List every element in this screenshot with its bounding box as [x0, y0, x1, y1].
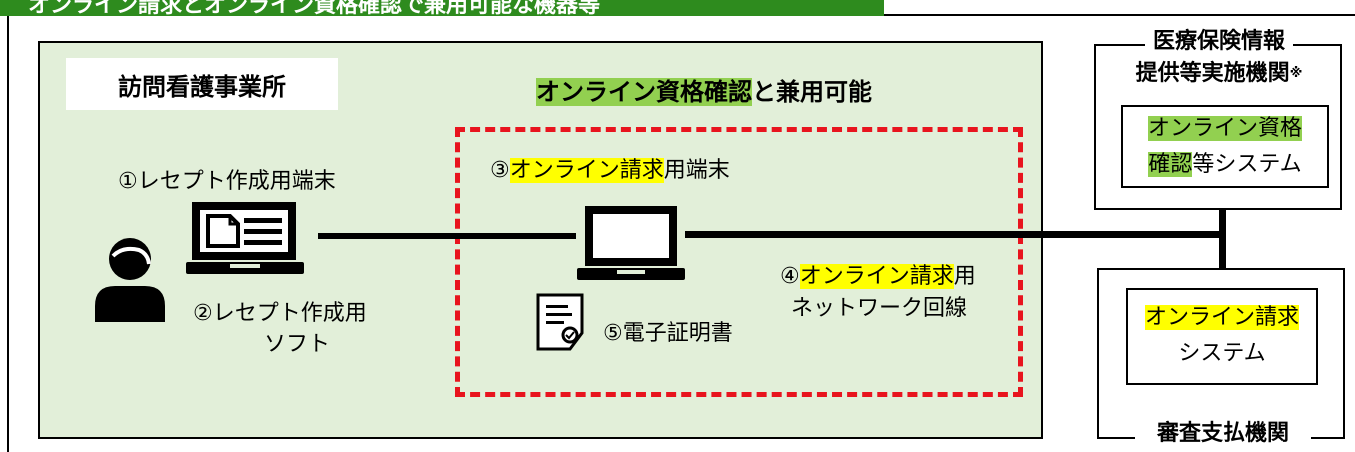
item4-highlight: オンライン請求 [799, 264, 954, 289]
online-claim-dashed-box [455, 127, 1023, 397]
org1-system-hl1: オンライン資格 [1147, 116, 1302, 141]
item5-label: ⑤電子証明書 [603, 321, 733, 346]
org1-system-rest: 等システム [1192, 152, 1302, 177]
org2-system-line2: システム [1178, 341, 1266, 366]
item2-label-line1: ②レセプト作成用 [193, 301, 367, 326]
item2-label-line2: ソフト [264, 332, 331, 357]
connection-line-1-3 [318, 233, 576, 239]
item4-suffix: 用 [953, 264, 976, 289]
org1-name-line2: 提供等実施機関※ [1110, 60, 1328, 90]
org1-system-hl2: 確認 [1148, 152, 1193, 177]
laptop-icon [577, 206, 685, 280]
org2-system-highlight: オンライン請求 [1144, 305, 1299, 330]
combo-rest: と兼用可能 [752, 78, 872, 106]
item1-label: ①レセプト作成用端末 [118, 169, 336, 194]
outer-frame-left [7, 16, 9, 452]
item4-label-line1: ④オンライン請求用 [780, 258, 976, 290]
title-bar: オンライン請求とオンライン資格確認で兼用可能な機器等 [0, 0, 884, 16]
combo-label: オンライン資格確認と兼用可能 [536, 72, 872, 107]
org1-name-line1: 医療保険情報 [1145, 28, 1293, 58]
item4-prefix: ④ [780, 264, 800, 289]
outer-frame-top [884, 14, 1355, 16]
certificate-icon [536, 293, 584, 351]
network-line-vertical [1219, 188, 1226, 288]
laptop-doc-icon [186, 202, 304, 274]
item3-label: ③オンライン請求用端末 [490, 152, 730, 184]
page-title: オンライン請求とオンライン資格確認で兼用可能な機器等 [28, 0, 601, 16]
org1-name-text: 提供等実施機関 [1135, 61, 1290, 86]
online-qualification-system: オンライン資格 確認等システム [1121, 105, 1329, 188]
user-icon [95, 238, 165, 322]
item3-highlight: オンライン請求 [509, 158, 664, 183]
item3-suffix: 用端末 [663, 158, 730, 183]
item3-prefix: ③ [490, 158, 510, 183]
office-label: 訪問看護事業所 [66, 58, 338, 110]
org1-note-mark: ※ [1289, 66, 1303, 81]
combo-highlight: オンライン資格確認 [536, 78, 752, 106]
online-claim-system: オンライン請求 システム [1126, 288, 1318, 385]
org2-name: 審査支払機関 [1135, 420, 1311, 450]
item4-label-line2: ネットワーク回線 [791, 296, 968, 321]
network-line [685, 231, 1226, 238]
